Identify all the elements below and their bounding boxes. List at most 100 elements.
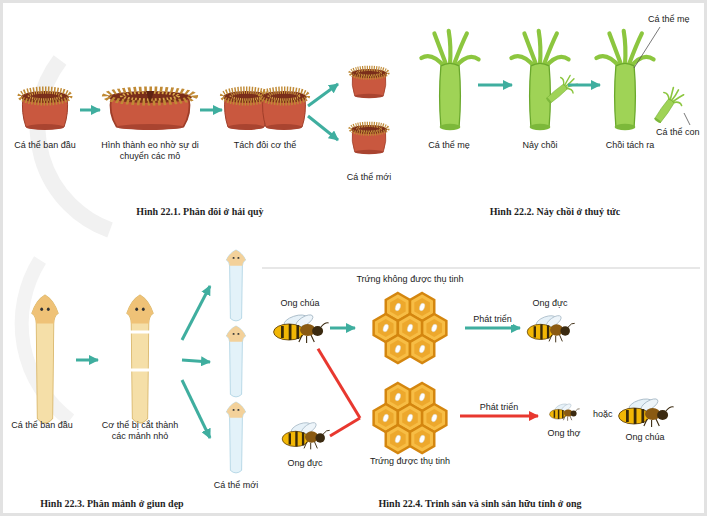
stage-node: Trứng được thụ tinh xyxy=(360,383,460,467)
stage-label: Cá thể ban đầu xyxy=(10,140,80,151)
illustration-space xyxy=(270,309,330,349)
connector-arrow xyxy=(465,327,520,330)
connector-arrow xyxy=(568,84,600,87)
flatworm xyxy=(127,295,153,423)
stage-label: Ong thợ xyxy=(538,428,590,439)
stage-label: Trứng không được thụ tinh xyxy=(355,274,465,285)
sea-anemone xyxy=(350,68,388,99)
figure-caption: Hình 22.1. Phân đôi ở hải quỳ xyxy=(136,206,263,218)
stage-node: Ong thợ xyxy=(538,400,590,439)
stage-node: Cá thể mẹ xyxy=(420,30,478,151)
stage-node: Cá thể ban đầu xyxy=(10,85,80,151)
stage-label: Cá thể mẹ xyxy=(420,140,478,151)
illustration-space xyxy=(512,30,568,140)
hydra xyxy=(596,31,653,130)
stage-node: Ong đực xyxy=(280,418,330,469)
sea-anemone xyxy=(350,124,388,155)
stage-label: Cá thể mới xyxy=(338,172,400,183)
edge-label: Phát triển xyxy=(472,314,513,325)
hydra xyxy=(511,31,568,130)
edge-label: Phát triển xyxy=(479,402,520,413)
stage-node: Hình thành eo nhờ sự di chuyển các mô xyxy=(100,85,200,162)
illustration-space xyxy=(100,85,200,140)
illustration-space xyxy=(280,418,330,458)
callout-label: hoặc xyxy=(593,409,613,420)
figure-caption: Hình 22.4. Trinh sản và sinh sản hữu tín… xyxy=(379,498,582,510)
constriction xyxy=(146,91,154,104)
connector-arrow xyxy=(308,84,338,106)
connector-arrow xyxy=(80,109,100,112)
queen-bee xyxy=(274,313,329,343)
connector-arrow xyxy=(182,360,210,362)
drone-bee xyxy=(282,420,330,449)
leader-line xyxy=(634,27,660,68)
illustration-space xyxy=(600,30,660,140)
stage-node: Cơ thể bị cắt thành các mảnh nhỏ xyxy=(98,290,182,442)
stage-node: Tách đôi cơ thể xyxy=(222,85,308,151)
new-flatworm xyxy=(226,250,245,321)
illustration-space xyxy=(360,383,460,456)
connector-arrow xyxy=(200,109,222,112)
figure-caption: Hình 22.3. Phân mảnh ở giun dẹp xyxy=(40,498,183,510)
stage-node: Nảy chồi xyxy=(512,30,568,151)
stage-label: Ong chúa xyxy=(612,432,678,443)
illustration-space xyxy=(210,245,262,480)
stage-label: Trứng được thụ tinh xyxy=(360,456,460,467)
sea-anemone xyxy=(260,89,308,130)
flatworm xyxy=(32,295,58,423)
illustration-space xyxy=(520,309,580,349)
illustration-space xyxy=(355,285,465,365)
stage-label: Tách đôi cơ thể xyxy=(222,140,308,151)
new-flatworm xyxy=(226,402,245,473)
connector-arrow xyxy=(330,327,355,330)
illustration-space xyxy=(420,30,478,140)
stage-node: Cá thể mới xyxy=(210,245,262,491)
connector-arrow xyxy=(76,359,98,362)
hydra-bud xyxy=(542,71,581,108)
drone-bee xyxy=(527,313,575,342)
stage-label: Cá thể ban đầu xyxy=(8,420,76,431)
illustration-space xyxy=(8,290,76,420)
stage-label: Cá thể mới xyxy=(210,480,262,491)
stage-node: Ong chúa xyxy=(612,398,678,443)
honeycomb xyxy=(374,383,447,453)
stage-node: Chồi tách ra xyxy=(600,30,660,151)
sea-anemone xyxy=(20,89,70,130)
sea-anemone xyxy=(106,89,194,130)
stage-label: Cơ thể bị cắt thành các mảnh nhỏ xyxy=(98,420,182,442)
illustration-space xyxy=(338,62,400,172)
illustration-space xyxy=(612,398,678,432)
callout-label: Cá thể con xyxy=(656,127,700,138)
cut-line xyxy=(125,332,155,370)
callout-label: Cá thể mẹ xyxy=(648,14,690,25)
connector-arrow xyxy=(308,116,338,140)
stage-node: Ong đực xyxy=(520,298,580,349)
connector-arrow xyxy=(182,286,210,340)
panel-rule xyxy=(262,268,700,269)
worker-bee xyxy=(550,403,580,421)
illustration-space xyxy=(222,85,308,140)
stage-label: Hình thành eo nhờ sự di chuyển các mô xyxy=(100,140,200,162)
queen-bee xyxy=(619,397,674,427)
stage-label: Ong chúa xyxy=(270,298,330,309)
connector-arrow xyxy=(182,380,210,438)
stage-node: Cá thể ban đầu xyxy=(8,290,76,431)
connector-arrow xyxy=(460,415,538,418)
stage-label: Chồi tách ra xyxy=(600,140,660,151)
connector-arrow xyxy=(330,418,360,436)
stage-node: Ong chúa xyxy=(270,298,330,349)
honeycomb xyxy=(374,293,447,363)
leader-line xyxy=(684,113,690,125)
new-flatworm xyxy=(226,326,245,397)
illustration-space xyxy=(98,290,182,420)
stage-label: Ong đực xyxy=(520,298,580,309)
connector-arrow xyxy=(318,349,360,418)
connector-arrow xyxy=(478,84,512,87)
hydra-bud xyxy=(648,84,688,128)
stage-node: Cá thể mới xyxy=(338,62,400,183)
